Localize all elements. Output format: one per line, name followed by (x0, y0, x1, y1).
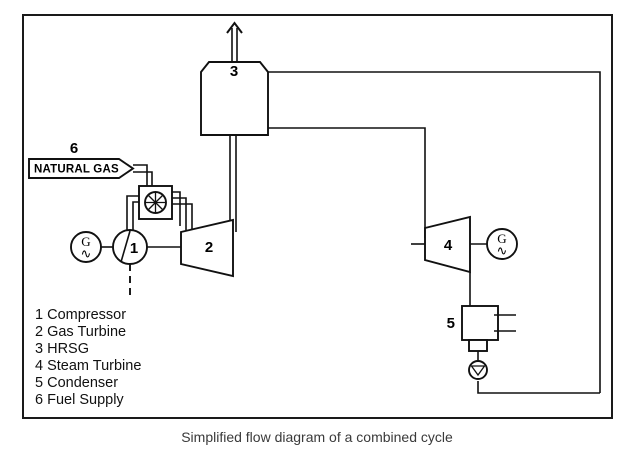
natural-gas-label: NATURAL GAS (34, 164, 119, 176)
diagram-border (22, 14, 613, 419)
compressed-air-line-outer (126, 195, 139, 243)
gas-generator-wave-icon: ∿ (81, 246, 92, 261)
condenser-hotwell (468, 339, 488, 352)
pump-triangle-icon (470, 365, 486, 377)
hot-gas-line-1 (172, 191, 181, 226)
fuel-supply-number-label: 6 (70, 140, 78, 157)
gas-generator-letter: G (81, 234, 90, 249)
condenser-number-label: 5 (447, 315, 455, 332)
gas-turbine-number-label: 2 (205, 239, 213, 256)
gas-generator-body (70, 231, 102, 263)
fuel-line-inner (133, 171, 153, 186)
compressor-diagonal (120, 230, 131, 263)
hrsg-vessel (200, 61, 269, 136)
legend-item-2: 2 Gas Turbine (35, 324, 126, 340)
natural-gas-banner (28, 158, 135, 179)
legend-block: 1 Compressor 2 Gas Turbine 3 HRSG 4 Stea… (35, 307, 141, 408)
condenser-body (461, 305, 499, 341)
condensate-pump-body (468, 360, 488, 380)
feedwater-return-bottom (477, 381, 600, 394)
legend-item-1: 1 Compressor (35, 307, 126, 323)
legend-item-3: 3 HRSG (35, 341, 89, 357)
steam-generator-letter: G (497, 231, 506, 246)
stack-arrow-icon (226, 21, 243, 34)
legend-item-4: 4 Steam Turbine (35, 358, 141, 374)
steam-generator-wave-icon: ∿ (497, 243, 508, 258)
steam-generator-body (486, 228, 518, 260)
hrsg-number-label: 3 (230, 63, 238, 80)
legend-item-5: 5 Condenser (35, 375, 118, 391)
feedwater-line-to-turbine-inlet (268, 127, 426, 238)
steam-turbine-number-label: 4 (444, 237, 453, 254)
compressor-number-label: 1 (130, 240, 138, 257)
figure-caption: Simplified flow diagram of a combined cy… (181, 429, 453, 445)
fuel-line-outer (133, 164, 148, 186)
main-steam-line-right (268, 71, 601, 393)
legend-item-6: 6 Fuel Supply (35, 392, 124, 408)
gas-turbine-body (180, 218, 234, 278)
hot-gas-line-2 (172, 197, 187, 230)
hot-gas-line-3 (172, 203, 193, 233)
